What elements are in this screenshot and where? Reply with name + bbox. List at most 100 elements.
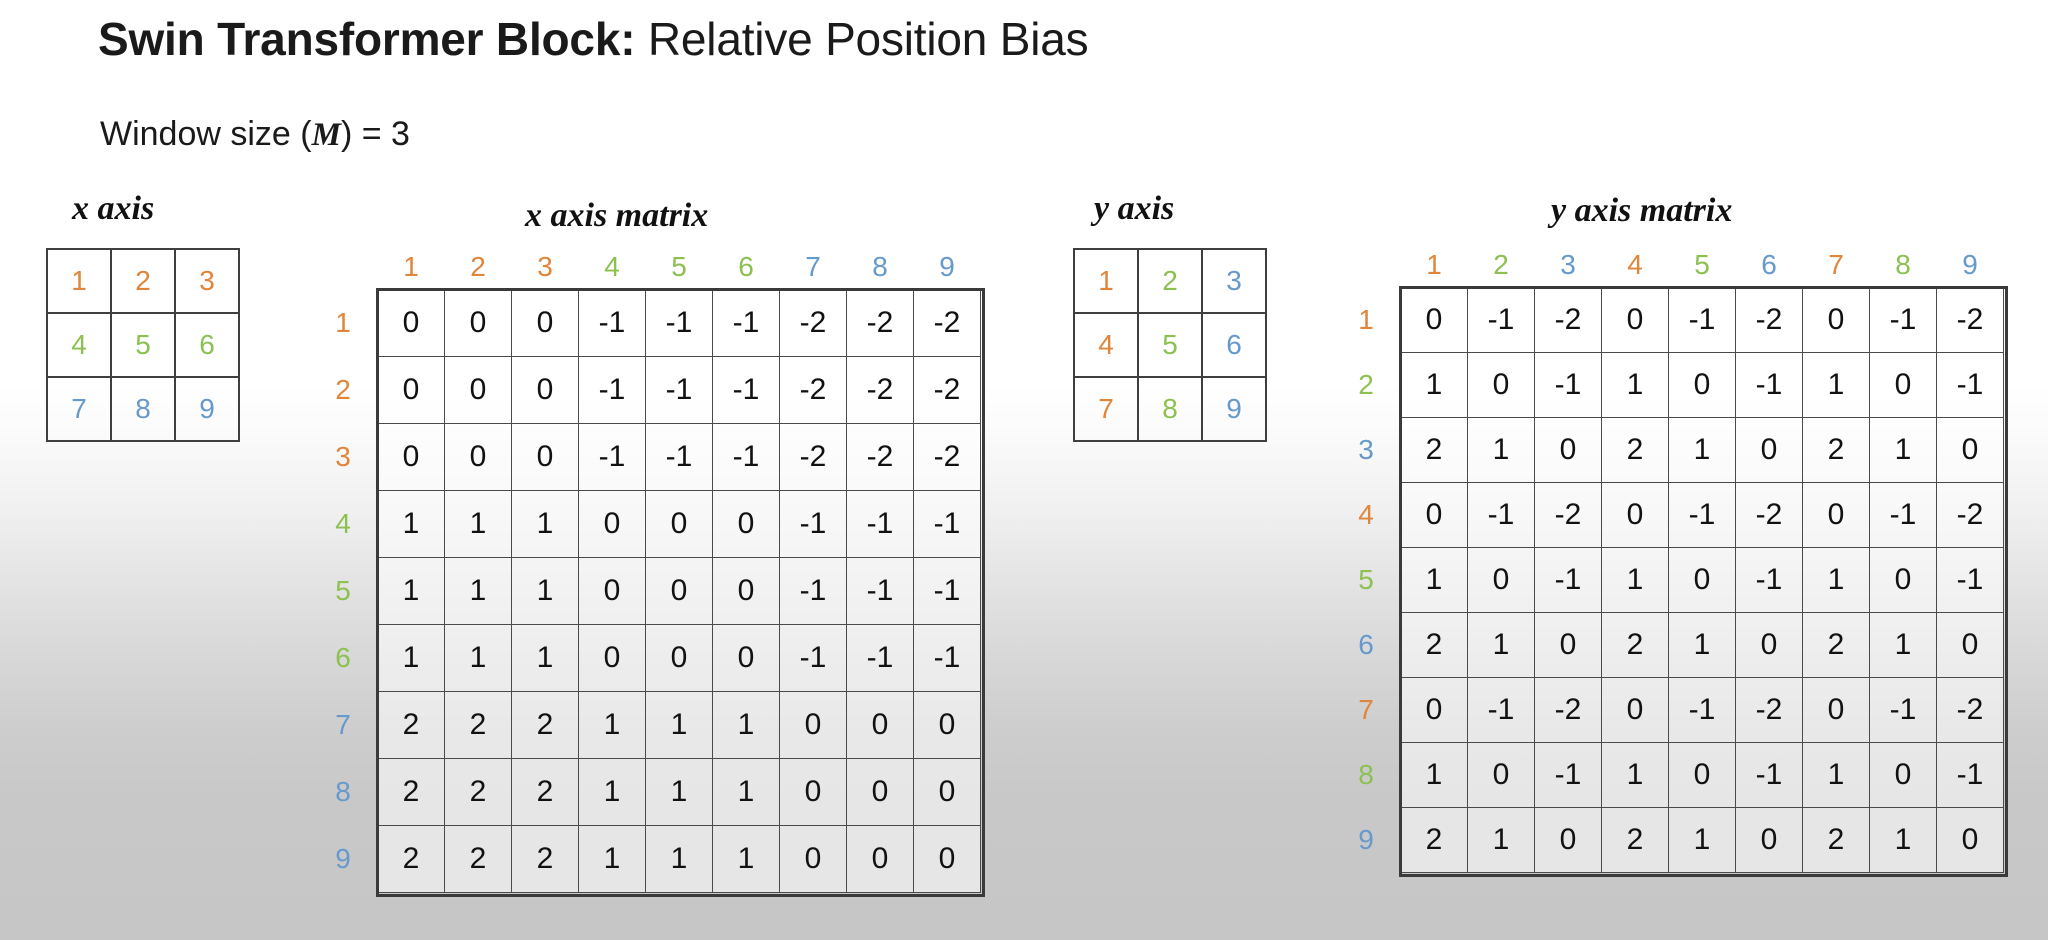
x-axis-grid-caption: x axis [72,190,155,227]
y-matrix-cell-r2-c7: 1 [1802,352,1870,418]
y-matrix-caption: y axis matrix [1551,192,1733,229]
x-matrix-col-header-9: 9 [939,251,955,282]
y-matrix-cell-r6-c2: 1 [1467,612,1535,678]
x-matrix-row-header-5: 5 [335,575,351,606]
x-matrix-cell-r9-c9: 0 [913,825,981,893]
x-matrix-col-header-2: 2 [470,251,486,282]
y-matrix-cell-r5-c9: -1 [1936,547,2004,613]
y-matrix-cell-r1-c9: -2 [1936,287,2004,353]
y-matrix-cell-r1-c6: -2 [1735,287,1803,353]
x-matrix-cell-r8-c3: 2 [511,758,579,826]
x-matrix-col-header-6: 6 [738,251,754,282]
x-matrix-cell-r3-c6: -1 [712,423,780,491]
x-matrix-cell-r3-c8: -2 [846,423,914,491]
x-matrix-cell-r6-c1: 1 [377,624,445,692]
y-matrix-cell-r5-c5: 0 [1668,547,1736,613]
y-matrix-row-header-5: 5 [1358,564,1374,595]
x-matrix-cell-r7-c4: 1 [578,691,646,759]
y-matrix-cell-r7-c5: -1 [1668,677,1736,743]
y-axis-grid-cell-4: 4 [1073,312,1139,378]
x-matrix-col-header-4: 4 [604,251,620,282]
x-matrix-row-header-9: 9 [335,843,351,874]
x-matrix-cell-r5-c8: -1 [846,557,914,625]
x-matrix-cell-r2-c6: -1 [712,356,780,424]
y-matrix-cell-r9-c9: 0 [1936,807,2004,873]
y-matrix-cell-r2-c3: -1 [1534,352,1602,418]
x-axis-grid-cell-3: 3 [174,248,240,314]
x-matrix-cell-r9-c5: 1 [645,825,713,893]
y-matrix-cell-r8-c4: 1 [1601,742,1669,808]
x-matrix-cell-r5-c9: -1 [913,557,981,625]
y-matrix-cell-r5-c7: 1 [1802,547,1870,613]
y-matrix-cell-r2-c1: 1 [1400,352,1468,418]
y-matrix-cell-r7-c7: 0 [1802,677,1870,743]
y-matrix-cell-r9-c6: 0 [1735,807,1803,873]
y-matrix-cell-r7-c8: -1 [1869,677,1937,743]
x-matrix-cell-r1-c8: -2 [846,289,914,357]
y-matrix-cell-r4-c9: -2 [1936,482,2004,548]
y-matrix-cell-r6-c9: 0 [1936,612,2004,678]
x-matrix-cell-r6-c9: -1 [913,624,981,692]
page-title-light: Relative Position Bias [635,13,1089,65]
x-matrix-cell-r6-c2: 1 [444,624,512,692]
x-matrix-cell-r3-c7: -2 [779,423,847,491]
y-matrix-cell-r2-c4: 1 [1601,352,1669,418]
y-matrix-cell-r6-c7: 2 [1802,612,1870,678]
x-matrix-col-header-3: 3 [537,251,553,282]
y-matrix-cell-r3-c4: 2 [1601,417,1669,483]
y-matrix-cell-r5-c3: -1 [1534,547,1602,613]
x-matrix-cell-r6-c8: -1 [846,624,914,692]
y-matrix-cell-r8-c1: 1 [1400,742,1468,808]
y-matrix-cell-r8-c7: 1 [1802,742,1870,808]
x-matrix-cell-r6-c3: 1 [511,624,579,692]
y-axis-grid-cell-1: 1 [1073,248,1139,314]
y-matrix-cell-r6-c5: 1 [1668,612,1736,678]
x-matrix-cell-r1-c9: -2 [913,289,981,357]
y-matrix-cell-r9-c1: 2 [1400,807,1468,873]
x-axis-grid-cell-8: 8 [110,376,176,442]
y-matrix-cell-r3-c5: 1 [1668,417,1736,483]
y-matrix-cell-r7-c1: 0 [1400,677,1468,743]
y-matrix-row-header-9: 9 [1358,824,1374,855]
x-matrix-col-header-1: 1 [403,251,419,282]
x-matrix-cell-r3-c3: 0 [511,423,579,491]
x-matrix-cell-r7-c7: 0 [779,691,847,759]
x-matrix-cell-r6-c6: 0 [712,624,780,692]
y-matrix-col-header-5: 5 [1694,249,1710,280]
x-matrix-cell-r7-c8: 0 [846,691,914,759]
x-matrix-cell-r8-c1: 2 [377,758,445,826]
x-matrix-cell-r8-c4: 1 [578,758,646,826]
y-matrix-row-header-2: 2 [1358,369,1374,400]
y-matrix-cell-r9-c8: 1 [1869,807,1937,873]
x-matrix-cell-r8-c9: 0 [913,758,981,826]
x-matrix-corner [322,240,378,290]
y-matrix-cell-r3-c6: 0 [1735,417,1803,483]
x-matrix-cell-r3-c9: -2 [913,423,981,491]
x-matrix-cell-r5-c5: 0 [645,557,713,625]
x-matrix-row-header-7: 7 [335,709,351,740]
subtitle-suffix: ) = 3 [340,115,410,153]
x-matrix-cell-r2-c3: 0 [511,356,579,424]
x-axis-grid-cell-1: 1 [46,248,112,314]
x-matrix-cell-r9-c8: 0 [846,825,914,893]
y-matrix-cell-r5-c1: 1 [1400,547,1468,613]
y-matrix-cell-r4-c5: -1 [1668,482,1736,548]
x-matrix-row-header-6: 6 [335,642,351,673]
y-matrix-cell-r2-c5: 0 [1668,352,1736,418]
x-matrix-cell-r4-c4: 0 [578,490,646,558]
y-matrix-cell-r4-c8: -1 [1869,482,1937,548]
